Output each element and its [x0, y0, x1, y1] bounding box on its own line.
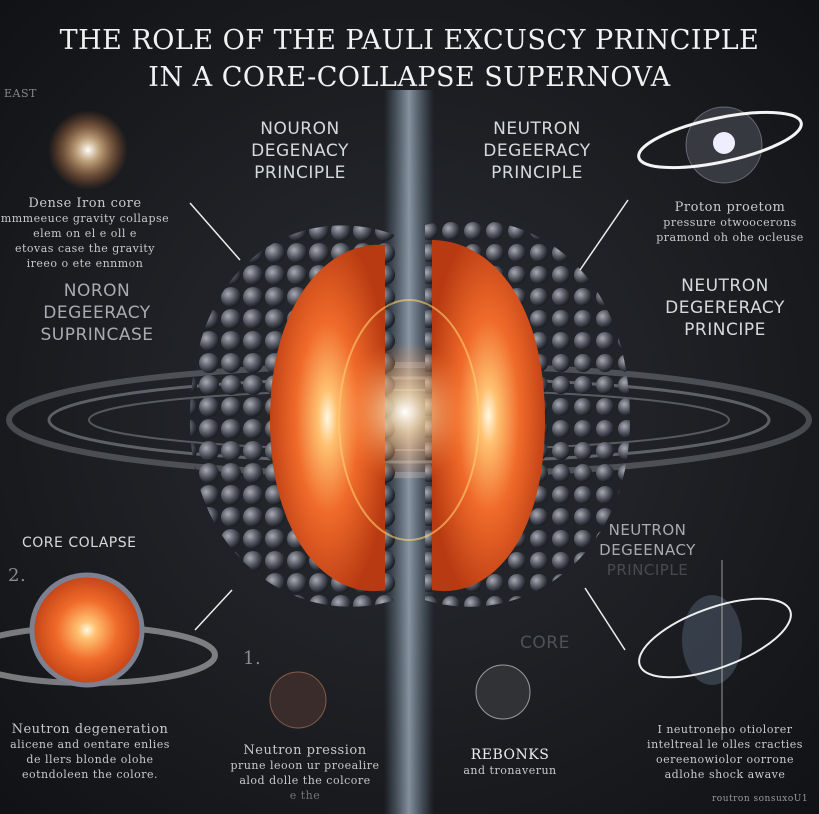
heading-line: NOURON [260, 119, 340, 139]
heading-line: NORON [63, 281, 131, 301]
heading-line: DEGEERACY [43, 303, 151, 323]
iron-core-star [48, 110, 128, 190]
right-mid-heading: NEUTRON DEGERERACY PRINCIPE [650, 275, 800, 341]
heading-line: PRINCIPLE [491, 163, 583, 183]
proton-caption: Proton proetom pressure otwoocerons pram… [640, 200, 819, 245]
caption-line: Proton proetom [674, 200, 786, 215]
caption-line: alod dolle the colcore [239, 774, 371, 787]
title-line-2: IN A CORE-COLLAPSE SUPERNOVA [148, 62, 671, 93]
caption-line: elem on el e oll e [33, 227, 137, 240]
corner-label: EAST [4, 87, 37, 100]
caption-line: ireeo o ete ennmon [26, 257, 144, 270]
caption-line: prune leoon ur proealire [230, 759, 380, 772]
caption-line: Neutron degeneration [11, 722, 169, 737]
heading-line: SUPRINCASE [40, 325, 154, 345]
heading-line: NEUTRON [608, 521, 687, 539]
step-1-label: 1. [243, 648, 262, 669]
caption-line: etovas case the gravity [14, 242, 156, 255]
heading-line: NEUTRON [681, 276, 769, 296]
left-hemisphere [190, 225, 395, 607]
heading-line: PRINCIPLE [606, 561, 689, 579]
caption-line: pressure otwoocerons [663, 216, 797, 229]
footer-note: routron sonsuxoU1 [712, 794, 809, 804]
caption-line: mmmeeuce gravity collapse [0, 212, 170, 225]
caption-line: I neutroneno otiolorer [657, 723, 793, 736]
center-left-heading: NOURON DEGENACY PRINCIPLE [225, 118, 375, 184]
core-collapse-sphere [0, 572, 218, 688]
central-flash [335, 342, 475, 482]
shock-wave-caption: I neutroneno otiolorer inteltreal le oll… [630, 722, 819, 782]
caption-line: de llers blonde olohe [26, 753, 154, 766]
step-2-label: 2. [8, 565, 27, 586]
right-low-heading: NEUTRON DEGEENACY PRINCIPLE [585, 520, 710, 580]
heading-line: DEGENACY [251, 141, 349, 161]
caption-line: and tronaverun [463, 764, 557, 777]
heading-line: DEGERERACY [665, 298, 785, 318]
proton-orbit [637, 106, 803, 184]
rebounds-caption: REBONKS and tronaverun [440, 748, 580, 778]
rebounds-label: REBONKS [470, 747, 550, 763]
neutron-sphere [269, 671, 327, 729]
shock-wave-sphere [638, 560, 792, 740]
caption-line: eotndoleen the colore. [21, 768, 159, 781]
heading-line: DEGEERACY [483, 141, 591, 161]
caption-line: pramond oh ohe ocleuse [656, 231, 804, 244]
iron-core-caption: Dense Iron core mmmeeuce gravity collaps… [0, 196, 170, 271]
neutron-degeneration-caption: Neutron degeneration alicene and oentare… [0, 722, 180, 782]
left-mid-heading: NORON DEGEERACY SUPRINCASE [22, 280, 172, 346]
center-right-heading: NEUTRON DEGEERACY PRINCIPLE [462, 118, 612, 184]
caption-line: Neutron pression [243, 743, 367, 758]
rebound-sphere [475, 664, 531, 720]
heading-line: PRINCIPLE [254, 163, 346, 183]
caption-line: inteltreal le olles cracties [647, 738, 803, 751]
neutron-pression-caption: Neutron pression prune leoon ur proealir… [215, 743, 395, 803]
core-label: CORE [520, 633, 570, 653]
title-line-1: THE ROLE OF THE PAULI EXCUSCY PRINCIPLE [59, 25, 760, 56]
heading-line: PRINCIPE [684, 320, 766, 340]
core-collapse-label: CORE COLAPSE [22, 535, 137, 551]
heading-line: DEGEENACY [599, 541, 696, 559]
caption-line: e the [289, 789, 321, 802]
arrows [189, 199, 629, 651]
caption-line: adlohe shock awave [664, 768, 786, 781]
caption-line: Dense Iron core [28, 196, 142, 211]
heading-line: NEUTRON [493, 119, 581, 139]
caption-line: oereenowiolor oorrone [655, 753, 795, 766]
caption-line: alicene and oentare enlies [10, 738, 170, 751]
